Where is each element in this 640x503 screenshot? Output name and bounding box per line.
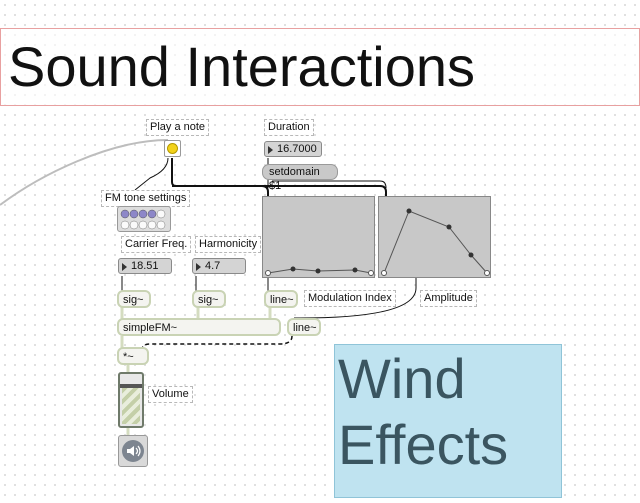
modulation-index-comment: Modulation Index — [304, 290, 396, 307]
carrier-freq-number-box[interactable]: 18.51 — [118, 258, 172, 274]
dac-speaker-button[interactable] — [118, 435, 148, 467]
sig-carrier-label: sig~ — [123, 294, 144, 306]
harmonicity-comment: Harmonicity — [195, 236, 262, 253]
amp-envelope-graph — [381, 208, 490, 276]
duration-number-box[interactable]: 16.7000 — [264, 141, 322, 157]
sig-harmonicity-object[interactable]: sig~ — [192, 290, 226, 308]
play-note-bang-button[interactable] — [164, 140, 181, 157]
cord-amp-to-mult — [141, 335, 293, 351]
harmonicity-number-box[interactable]: 4.7 — [192, 258, 246, 274]
title-comment-box — [0, 28, 640, 106]
speaker-icon — [127, 445, 141, 457]
sig-harmonicity-label: sig~ — [198, 294, 219, 306]
wind-effects-text: Wind Effects — [338, 347, 509, 476]
duration-comment: Duration — [264, 119, 314, 136]
cord-bang-to-envelopes — [171, 158, 387, 198]
gain-knob — [120, 384, 142, 388]
line-mod-label: line~ — [270, 294, 294, 306]
gain-level-fill — [122, 388, 140, 424]
preset-slots-icon — [120, 209, 166, 230]
line-amp-object[interactable]: line~ — [287, 318, 321, 336]
cord-amppanel-to-line — [294, 278, 417, 319]
simplefm-object[interactable]: simpleFM~ — [117, 318, 281, 336]
carrier-freq-comment: Carrier Freq. — [121, 236, 192, 253]
line-amp-label: line~ — [293, 322, 317, 334]
line-mod-object[interactable]: line~ — [264, 290, 298, 308]
volume-gain-slider[interactable] — [118, 372, 144, 428]
page-title: Sound Interactions — [8, 35, 475, 98]
amplitude-comment: Amplitude — [420, 290, 477, 307]
simplefm-label: simpleFM~ — [123, 322, 178, 334]
mod-envelope-graph — [265, 266, 374, 276]
cord-grey-curve — [0, 139, 169, 206]
cord-bang-to-mod-env — [172, 185, 269, 198]
multiply-label: *~ — [123, 351, 134, 363]
bang-indicator-icon — [167, 143, 178, 154]
amplitude-envelope[interactable] — [378, 196, 491, 278]
setdomain-message[interactable]: setdomain $1 — [262, 164, 338, 192]
sig-carrier-object[interactable]: sig~ — [117, 290, 151, 308]
wind-effects-panel — [334, 344, 562, 498]
play-note-comment: Play a note — [146, 119, 210, 136]
modulation-index-envelope[interactable] — [262, 196, 375, 278]
volume-comment: Volume — [148, 386, 193, 403]
cord-bang-to-fm-settings — [134, 157, 169, 191]
fm-tone-presets[interactable] — [117, 206, 171, 232]
multiply-object[interactable]: *~ — [117, 347, 149, 365]
fm-tone-settings-comment: FM tone settings — [101, 190, 191, 207]
